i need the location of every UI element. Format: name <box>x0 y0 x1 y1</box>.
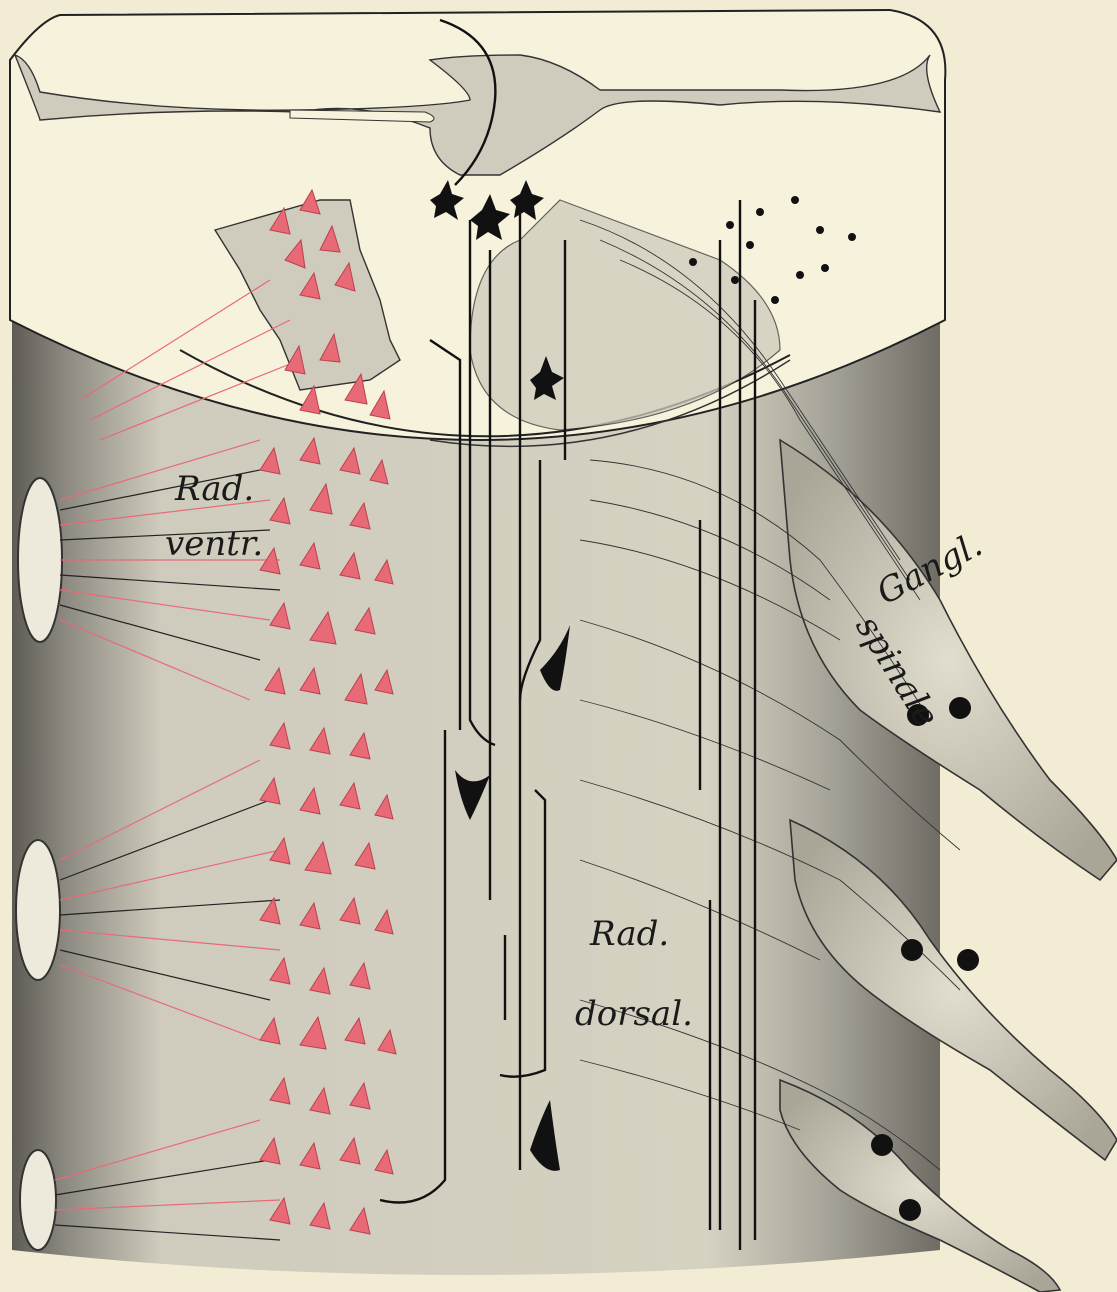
ventral-root-stump-3 <box>20 1150 56 1250</box>
label-rad-dorsal-line2: dorsal. <box>575 994 693 1034</box>
label-rad-ventr-line2: ventr. <box>165 524 263 564</box>
label-rad-dorsal-line1: Rad. <box>589 914 669 954</box>
label-rad-ventr-line1: Rad. <box>174 469 254 509</box>
ventral-root-stump-1 <box>18 478 62 642</box>
ventral-root-stump-2 <box>16 840 60 980</box>
